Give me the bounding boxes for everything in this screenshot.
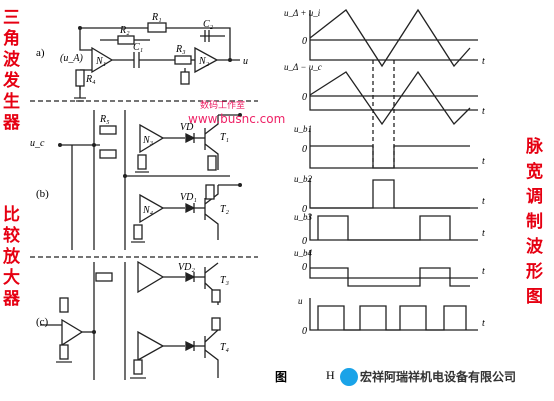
svg-text:N₄: N₄: [142, 205, 154, 216]
triangle-generator-label: 三角波发生器: [3, 8, 20, 133]
svg-text:R₃: R₃: [175, 44, 186, 55]
svg-text:t: t: [482, 156, 485, 167]
figure-caption: 图: [275, 370, 288, 384]
svg-text:0: 0: [302, 262, 307, 273]
svg-text:N₃: N₃: [142, 135, 154, 146]
waveform-panel: [309, 8, 478, 331]
svg-text:T₁: T₁: [220, 132, 229, 143]
wechat-logo-icon: [338, 366, 360, 388]
svg-text:0: 0: [302, 204, 307, 215]
svg-text:u_c: u_c: [30, 138, 45, 149]
svg-text:t: t: [482, 106, 485, 117]
comparator-amplifier-label: 比较放大器: [3, 205, 20, 309]
svg-text:0: 0: [302, 92, 307, 103]
svg-text:u_b1: u_b1: [294, 124, 312, 134]
svg-text:(b): (b): [36, 188, 49, 200]
svg-text:T₂: T₂: [220, 204, 230, 215]
watermark-url: www.busnc.com: [188, 112, 286, 126]
svg-text:u_Δ + u_i: u_Δ + u_i: [284, 8, 321, 18]
svg-text:u: u: [243, 56, 248, 67]
watermark-cn: 数码工作室: [200, 101, 246, 111]
svg-text:u_b2: u_b2: [294, 174, 313, 184]
svg-text:R₂: R₂: [119, 25, 130, 36]
svg-text:R₄: R₄: [85, 74, 96, 85]
svg-text:t: t: [482, 196, 485, 207]
figure-id: H: [326, 368, 335, 382]
svg-text:t: t: [482, 56, 485, 67]
svg-text:(u_A): (u_A): [60, 53, 83, 64]
svg-text:0: 0: [302, 144, 307, 155]
company-watermark: 宏祥阿瑞祥机电设备有限公司: [360, 370, 517, 384]
svg-text:u_b3: u_b3: [294, 212, 313, 222]
svg-text:VD₁: VD₁: [180, 192, 197, 203]
svg-text:t: t: [482, 318, 485, 329]
svg-text:R₅: R₅: [99, 114, 110, 125]
svg-text:0: 0: [302, 36, 307, 47]
svg-text:u_Δ − u_c: u_Δ − u_c: [284, 62, 322, 72]
svg-text:0: 0: [302, 326, 307, 337]
svg-text:(c): (c): [36, 316, 49, 328]
svg-text:N₂: N₂: [198, 56, 210, 67]
svg-text:u_b4: u_b4: [294, 248, 313, 258]
svg-text:t: t: [482, 266, 485, 277]
svg-text:R₁: R₁: [151, 12, 162, 23]
svg-text:u: u: [298, 296, 303, 306]
svg-text:0: 0: [302, 236, 307, 247]
svg-text:VD: VD: [180, 122, 194, 133]
svg-text:T₄: T₄: [220, 342, 230, 353]
svg-text:C₁: C₁: [133, 42, 143, 53]
svg-text:T₃: T₃: [220, 275, 230, 286]
svg-text:t: t: [482, 228, 485, 239]
svg-text:VD₂: VD₂: [178, 262, 195, 273]
svg-text:N₁: N₁: [95, 56, 106, 67]
pwm-waveform-label: 脉宽调制波形图: [526, 137, 543, 307]
svg-text:a): a): [36, 47, 45, 59]
svg-text:C₂: C₂: [203, 19, 214, 30]
